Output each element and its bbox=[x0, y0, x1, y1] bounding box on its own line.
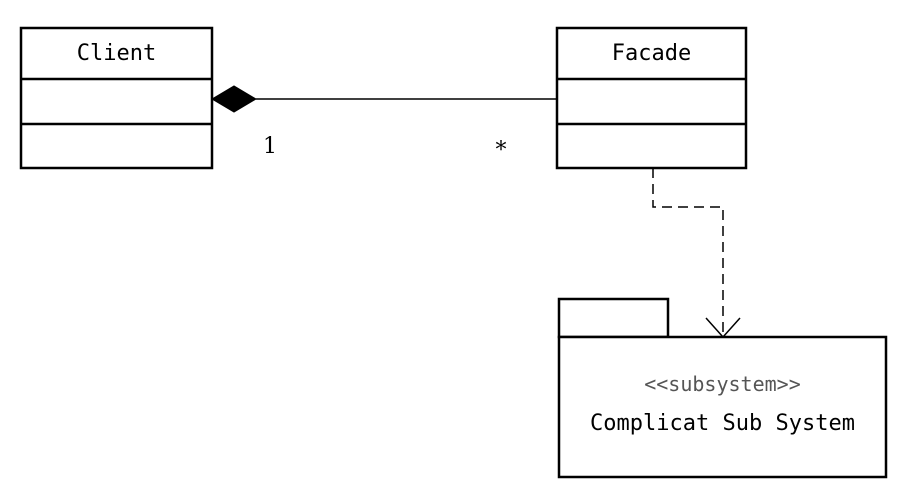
package-tab bbox=[557, 297, 670, 339]
subsystem-stereotype: <<subsystem>> bbox=[644, 372, 801, 396]
composition-diamond-icon bbox=[211, 85, 257, 113]
facade-class-name: Facade bbox=[612, 41, 691, 66]
client-multiplicity: 1 bbox=[263, 134, 277, 159]
client-class-box bbox=[19, 26, 214, 170]
client-class[interactable]: Client bbox=[19, 26, 214, 170]
subsystem-name: Complicat Sub System bbox=[590, 411, 855, 436]
package-body bbox=[557, 335, 888, 479]
dependency-line bbox=[652, 168, 724, 337]
client-class-name: Client bbox=[77, 41, 156, 66]
composition-association[interactable]: 1 * bbox=[211, 85, 557, 163]
subsystem-package[interactable]: <<subsystem>> Complicat Sub System bbox=[557, 297, 888, 479]
facade-multiplicity: * bbox=[496, 138, 507, 163]
facade-class-box bbox=[555, 26, 748, 170]
facade-class[interactable]: Facade bbox=[555, 26, 748, 170]
